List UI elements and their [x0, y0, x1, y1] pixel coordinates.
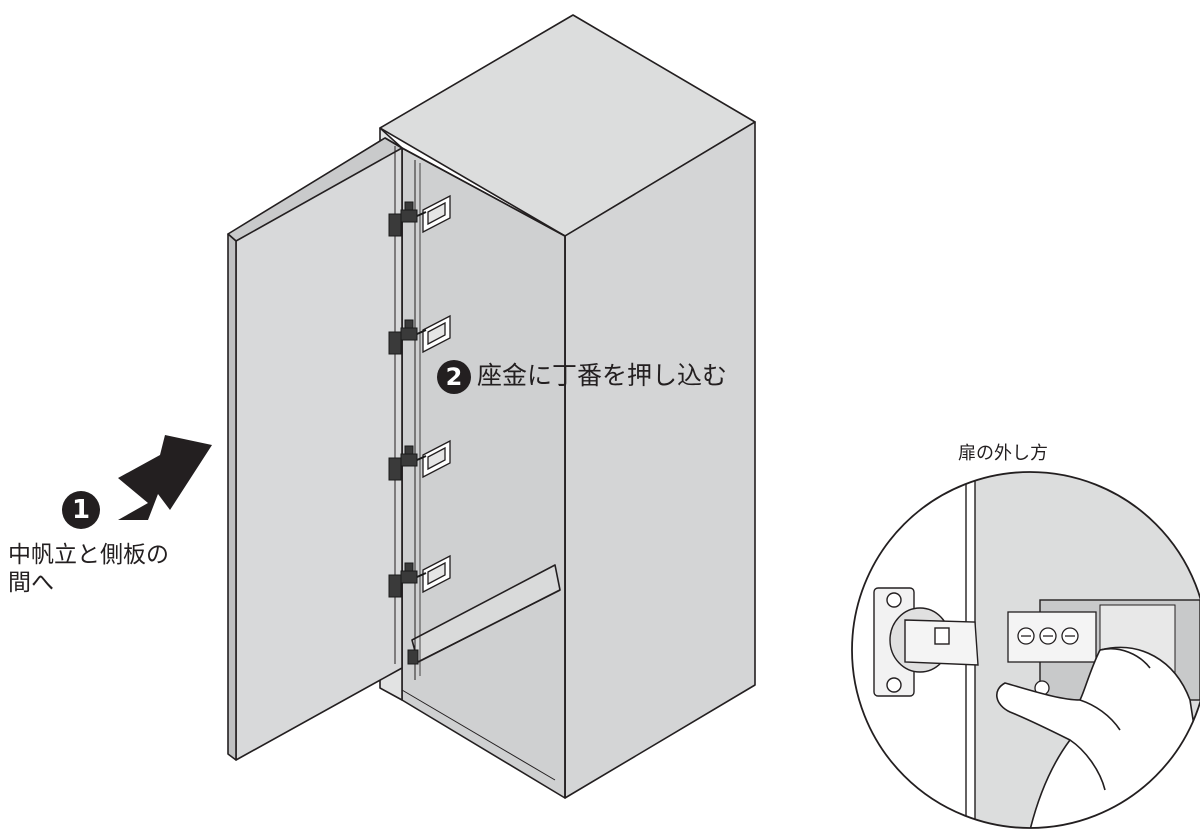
- step-2-text: 座金に丁番を押し込む: [477, 361, 728, 390]
- cabinet: [379, 14, 756, 799]
- hinge-3: [388, 445, 427, 481]
- detail-caption: 扉の外し方: [958, 443, 1048, 464]
- detail-hinge: [873, 587, 979, 697]
- hinge-plate-4: [422, 554, 451, 594]
- step-2-badge: 2: [437, 360, 471, 394]
- cabinet-right-side: [564, 121, 756, 799]
- door: [227, 137, 403, 761]
- bottom-latch: [407, 649, 419, 665]
- hinge-plate-1: [422, 194, 451, 234]
- detail-mounting-plate: [1007, 611, 1097, 696]
- detail-view: [851, 471, 1200, 829]
- hinge-plate-3: [422, 439, 451, 479]
- step-1-badge: 1: [62, 491, 100, 529]
- hinge-plate-2: [422, 314, 451, 354]
- step-1-line-2: 間へ: [8, 570, 54, 596]
- hinge-1: [388, 201, 427, 237]
- hinge-4: [388, 562, 427, 598]
- detail-circle-frame: [851, 471, 1200, 829]
- door-panel: [235, 137, 403, 761]
- hinge-mounting-plates: [422, 194, 451, 594]
- step-1-line-1: 中帆立と側板の: [8, 542, 169, 568]
- push-arrow-icon: [118, 435, 212, 520]
- hinge-2: [388, 319, 427, 355]
- door-hinges: [388, 201, 427, 665]
- step-1-instruction: 中帆立と側板の 間へ: [8, 541, 169, 597]
